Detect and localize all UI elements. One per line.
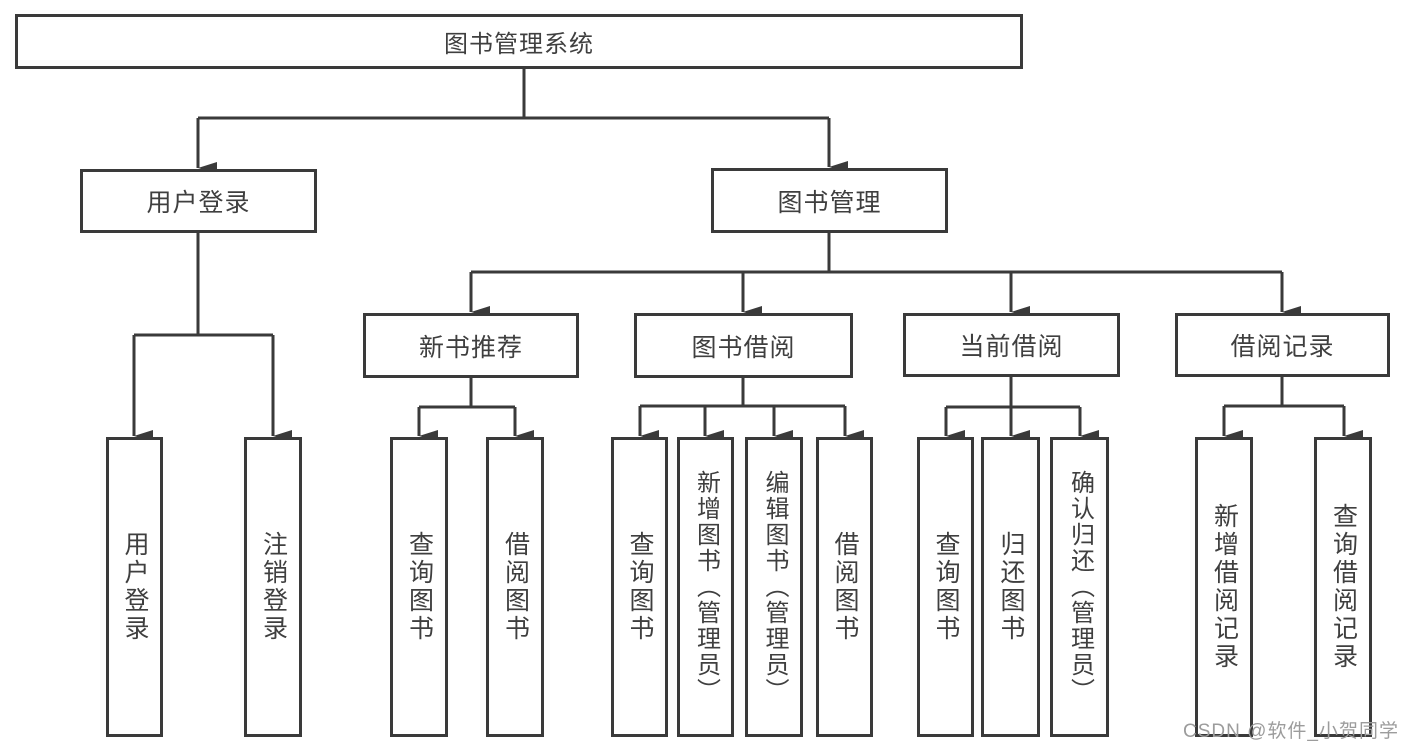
leaf-query-books-1-label: 查询图书	[405, 531, 434, 643]
leaf-edit-book-admin-label: 编辑图书（管理员）	[761, 470, 788, 704]
node-library-management-system: 图书管理系统	[15, 14, 1023, 69]
leaf-return-book-label: 归还图书	[997, 531, 1025, 643]
leaf-query-books-2: 查询图书	[611, 437, 668, 737]
leaf-user-login: 用户登录	[106, 437, 163, 737]
leaf-logout: 注销登录	[244, 437, 302, 737]
leaf-query-books-3: 查询图书	[917, 437, 974, 737]
leaf-add-borrow-record-label: 新增借阅记录	[1210, 503, 1239, 671]
leaf-query-books-1: 查询图书	[390, 437, 448, 737]
leaf-add-borrow-record: 新增借阅记录	[1195, 437, 1253, 737]
node-user-login: 用户登录	[80, 169, 317, 233]
leaf-query-borrow-record-label: 查询借阅记录	[1329, 503, 1358, 671]
leaf-confirm-return-admin: 确认归还（管理员）	[1050, 437, 1109, 737]
node-book-management: 图书管理	[711, 168, 948, 233]
node-borrow-records: 借阅记录	[1175, 313, 1390, 377]
node-book-borrow: 图书借阅	[634, 313, 853, 378]
leaf-borrow-books-1: 借阅图书	[486, 437, 544, 737]
leaf-borrow-books-2: 借阅图书	[816, 437, 873, 737]
node-current-borrow: 当前借阅	[903, 313, 1120, 377]
leaf-query-borrow-record: 查询借阅记录	[1314, 437, 1372, 737]
leaf-borrow-books-2-label: 借阅图书	[831, 531, 859, 643]
leaf-return-book: 归还图书	[981, 437, 1040, 737]
leaf-logout-label: 注销登录	[259, 531, 288, 643]
node-new-book-recommend: 新书推荐	[363, 313, 579, 378]
leaf-edit-book-admin: 编辑图书（管理员）	[745, 437, 803, 737]
leaf-query-books-2-label: 查询图书	[626, 531, 654, 643]
leaf-borrow-books-1-label: 借阅图书	[501, 531, 530, 643]
leaf-user-login-label: 用户登录	[121, 531, 149, 643]
leaf-query-books-3-label: 查询图书	[932, 531, 960, 643]
watermark-text: CSDN @软件_小贺同学	[1183, 721, 1399, 742]
leaf-add-book-admin-label: 新增图书（管理员）	[692, 470, 720, 704]
leaf-add-book-admin: 新增图书（管理员）	[677, 437, 734, 737]
leaf-confirm-return-admin-label: 确认归还（管理员）	[1066, 470, 1094, 704]
